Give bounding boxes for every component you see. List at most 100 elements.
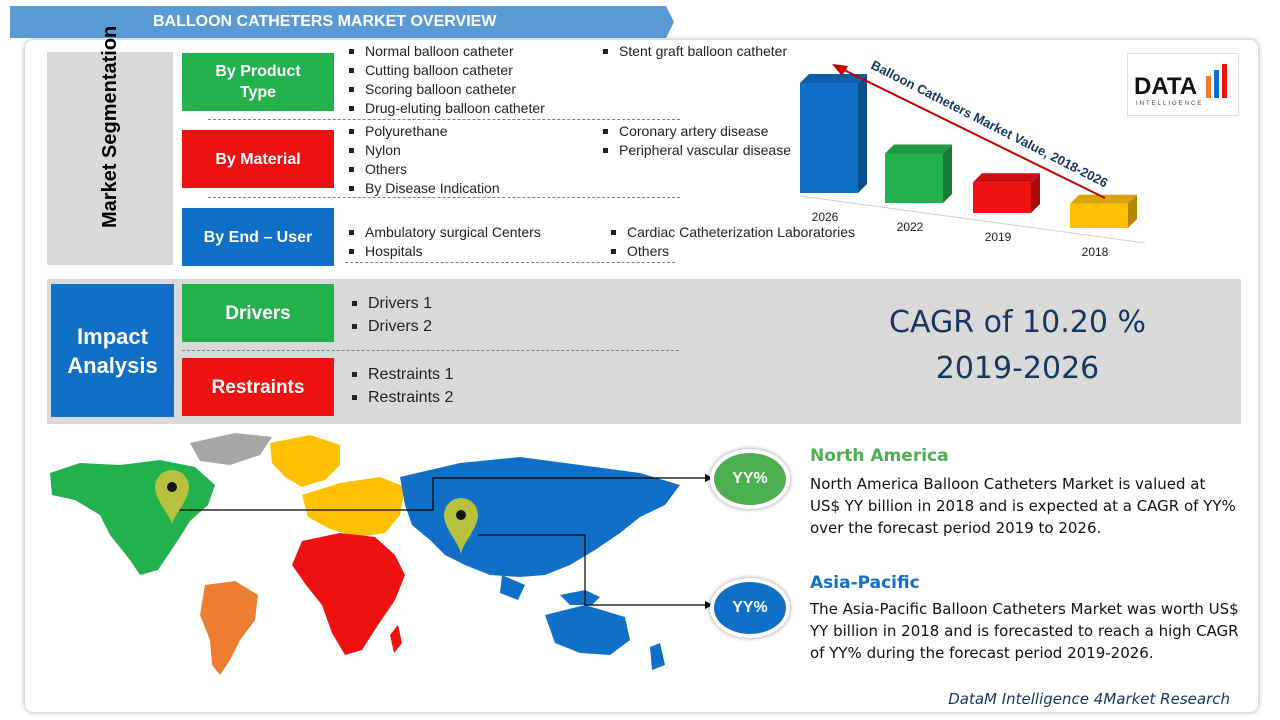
chart-trend-arrow bbox=[839, 67, 1106, 199]
by-product-type-label: By Product Type bbox=[215, 63, 301, 101]
by-material-label: By Material bbox=[215, 150, 301, 168]
drivers-list: Drivers 1 Drivers 2 bbox=[350, 292, 432, 338]
asia-pacific-badge: YY% bbox=[710, 578, 790, 638]
by-end-user-box: By End – User bbox=[182, 208, 334, 266]
market-segmentation-label: Market Segmentation bbox=[47, 25, 173, 265]
footer-credit: DataM Intelligence 4Market Research bbox=[948, 690, 1230, 708]
drivers-box: Drivers bbox=[182, 284, 334, 342]
asia-pacific-arrowhead bbox=[705, 601, 713, 609]
chart-category-label: 2022 bbox=[897, 220, 924, 234]
chart-bar-top-2026 bbox=[800, 74, 867, 83]
list-item: Restraints 1 bbox=[350, 363, 453, 386]
north-america-pin-icon bbox=[155, 469, 190, 525]
list-item: Scoring balloon catheter bbox=[347, 80, 545, 99]
asia-pacific-connector bbox=[478, 534, 705, 606]
page-title: BALLOON CATHETERS MARKET OVERVIEW bbox=[153, 13, 497, 30]
list-item: Nylon bbox=[347, 141, 500, 160]
by-end-user-label: By End – User bbox=[203, 228, 313, 246]
end-user-list-2: Cardiac Catheterization Laboratories Oth… bbox=[609, 223, 855, 261]
product-type-list-1: Normal balloon catheter Cutting balloon … bbox=[347, 42, 545, 118]
divider bbox=[208, 197, 680, 198]
drivers-label: Drivers bbox=[225, 302, 291, 324]
australia-shape bbox=[545, 605, 630, 655]
divider bbox=[182, 350, 679, 351]
asia-pacific-badge-text: YY% bbox=[732, 599, 768, 616]
list-item: Drug-eluting balloon catheter bbox=[347, 99, 545, 118]
greenland-shape bbox=[190, 433, 272, 465]
material-list-2: Coronary artery disease Peripheral vascu… bbox=[601, 122, 791, 160]
chart-bar-side-2018 bbox=[1128, 194, 1137, 228]
cagr-period: 2019-2026 bbox=[935, 351, 1100, 386]
chart-bar-2019 bbox=[973, 182, 1031, 213]
list-item: Polyurethane bbox=[347, 122, 500, 141]
list-item: Stent graft balloon catheter bbox=[601, 42, 787, 61]
north-america-badge: YY% bbox=[710, 449, 790, 509]
north-america-arrowhead bbox=[705, 474, 713, 482]
world-map bbox=[50, 433, 713, 675]
product-type-list-2: Stent graft balloon catheter bbox=[601, 42, 787, 61]
chart-bar-side-2022 bbox=[943, 144, 952, 203]
list-item: Ambulatory surgical Centers bbox=[347, 223, 541, 242]
impact-analysis-label: Impact Analysis bbox=[67, 323, 158, 378]
asia-pacific-description: The Asia-Pacific Balloon Catheters Marke… bbox=[810, 600, 1239, 662]
indonesia-shape bbox=[560, 590, 600, 605]
new-zealand-shape bbox=[650, 643, 665, 670]
company-logo: DATA INTELLIGENCE bbox=[1127, 53, 1239, 116]
market-segmentation-text: Market Segmentation bbox=[99, 25, 121, 228]
scandinavia-shape bbox=[270, 435, 340, 487]
madagascar-shape bbox=[390, 625, 402, 653]
north-america-connector bbox=[170, 477, 705, 511]
list-item: Normal balloon catheter bbox=[347, 42, 545, 61]
chart-baseline bbox=[799, 195, 1146, 244]
list-item: Cutting balloon catheter bbox=[347, 61, 545, 80]
restraints-box: Restraints bbox=[182, 358, 334, 416]
asia-pacific-title: Asia-Pacific bbox=[810, 573, 920, 593]
impact-analysis-box: Impact Analysis bbox=[51, 284, 174, 417]
page-title-banner: BALLOON CATHETERS MARKET OVERVIEW bbox=[10, 6, 674, 38]
logo-bars-icon bbox=[1206, 64, 1227, 98]
asia-shape bbox=[400, 457, 680, 577]
southeast-asia-shape bbox=[500, 575, 525, 600]
by-product-type-box: By Product Type bbox=[182, 53, 334, 111]
list-item: Others bbox=[347, 160, 500, 179]
chart-bar-side-2019 bbox=[1031, 173, 1040, 213]
africa-shape bbox=[292, 533, 405, 655]
north-america-shape bbox=[50, 460, 215, 575]
restraints-list: Restraints 1 Restraints 2 bbox=[350, 363, 453, 409]
divider bbox=[345, 262, 675, 263]
chart-bar-side-2026 bbox=[858, 74, 867, 193]
list-item: Cardiac Catheterization Laboratories bbox=[609, 223, 855, 242]
chart-bar-top-2019 bbox=[973, 173, 1040, 183]
list-item: Restraints 2 bbox=[350, 386, 453, 409]
south-america-shape bbox=[200, 581, 258, 675]
list-item: Peripheral vascular disease bbox=[601, 141, 791, 160]
cagr-callout: CAGR of 10.20 % 2019-2026 bbox=[820, 300, 1215, 392]
material-list-1: Polyurethane Nylon Others By Disease Ind… bbox=[347, 122, 500, 198]
list-item: Others bbox=[609, 242, 855, 261]
list-item: Drivers 1 bbox=[350, 292, 432, 315]
chart-arrowhead bbox=[832, 64, 848, 76]
asia-pacific-pin-icon bbox=[444, 498, 478, 555]
end-user-list-1: Ambulatory surgical Centers Hospitals bbox=[347, 223, 541, 261]
chart-bar-2026 bbox=[800, 83, 858, 193]
divider bbox=[208, 119, 680, 120]
logo-subtext: INTELLIGENCE bbox=[1136, 101, 1204, 107]
restraints-label: Restraints bbox=[211, 376, 305, 398]
chart-bar-top-2018 bbox=[1070, 194, 1137, 204]
europe-shape bbox=[302, 477, 405, 537]
chart-category-label: 2019 bbox=[985, 230, 1012, 244]
by-material-box: By Material bbox=[182, 130, 334, 188]
chart-category-label: 2018 bbox=[1082, 245, 1109, 259]
list-item: Hospitals bbox=[347, 242, 541, 261]
chart-category-label: 2026 bbox=[812, 210, 839, 224]
list-item: Drivers 2 bbox=[350, 315, 432, 338]
list-item: By Disease Indication bbox=[347, 179, 500, 198]
north-america-badge-text: YY% bbox=[732, 470, 768, 487]
logo-text: DATA bbox=[1134, 73, 1198, 100]
north-america-title: North America bbox=[810, 446, 949, 466]
list-item: Coronary artery disease bbox=[601, 122, 791, 141]
chart-bar-2018 bbox=[1070, 203, 1128, 228]
chart-bar-2022 bbox=[885, 153, 943, 203]
chart-bar-top-2022 bbox=[885, 144, 952, 154]
